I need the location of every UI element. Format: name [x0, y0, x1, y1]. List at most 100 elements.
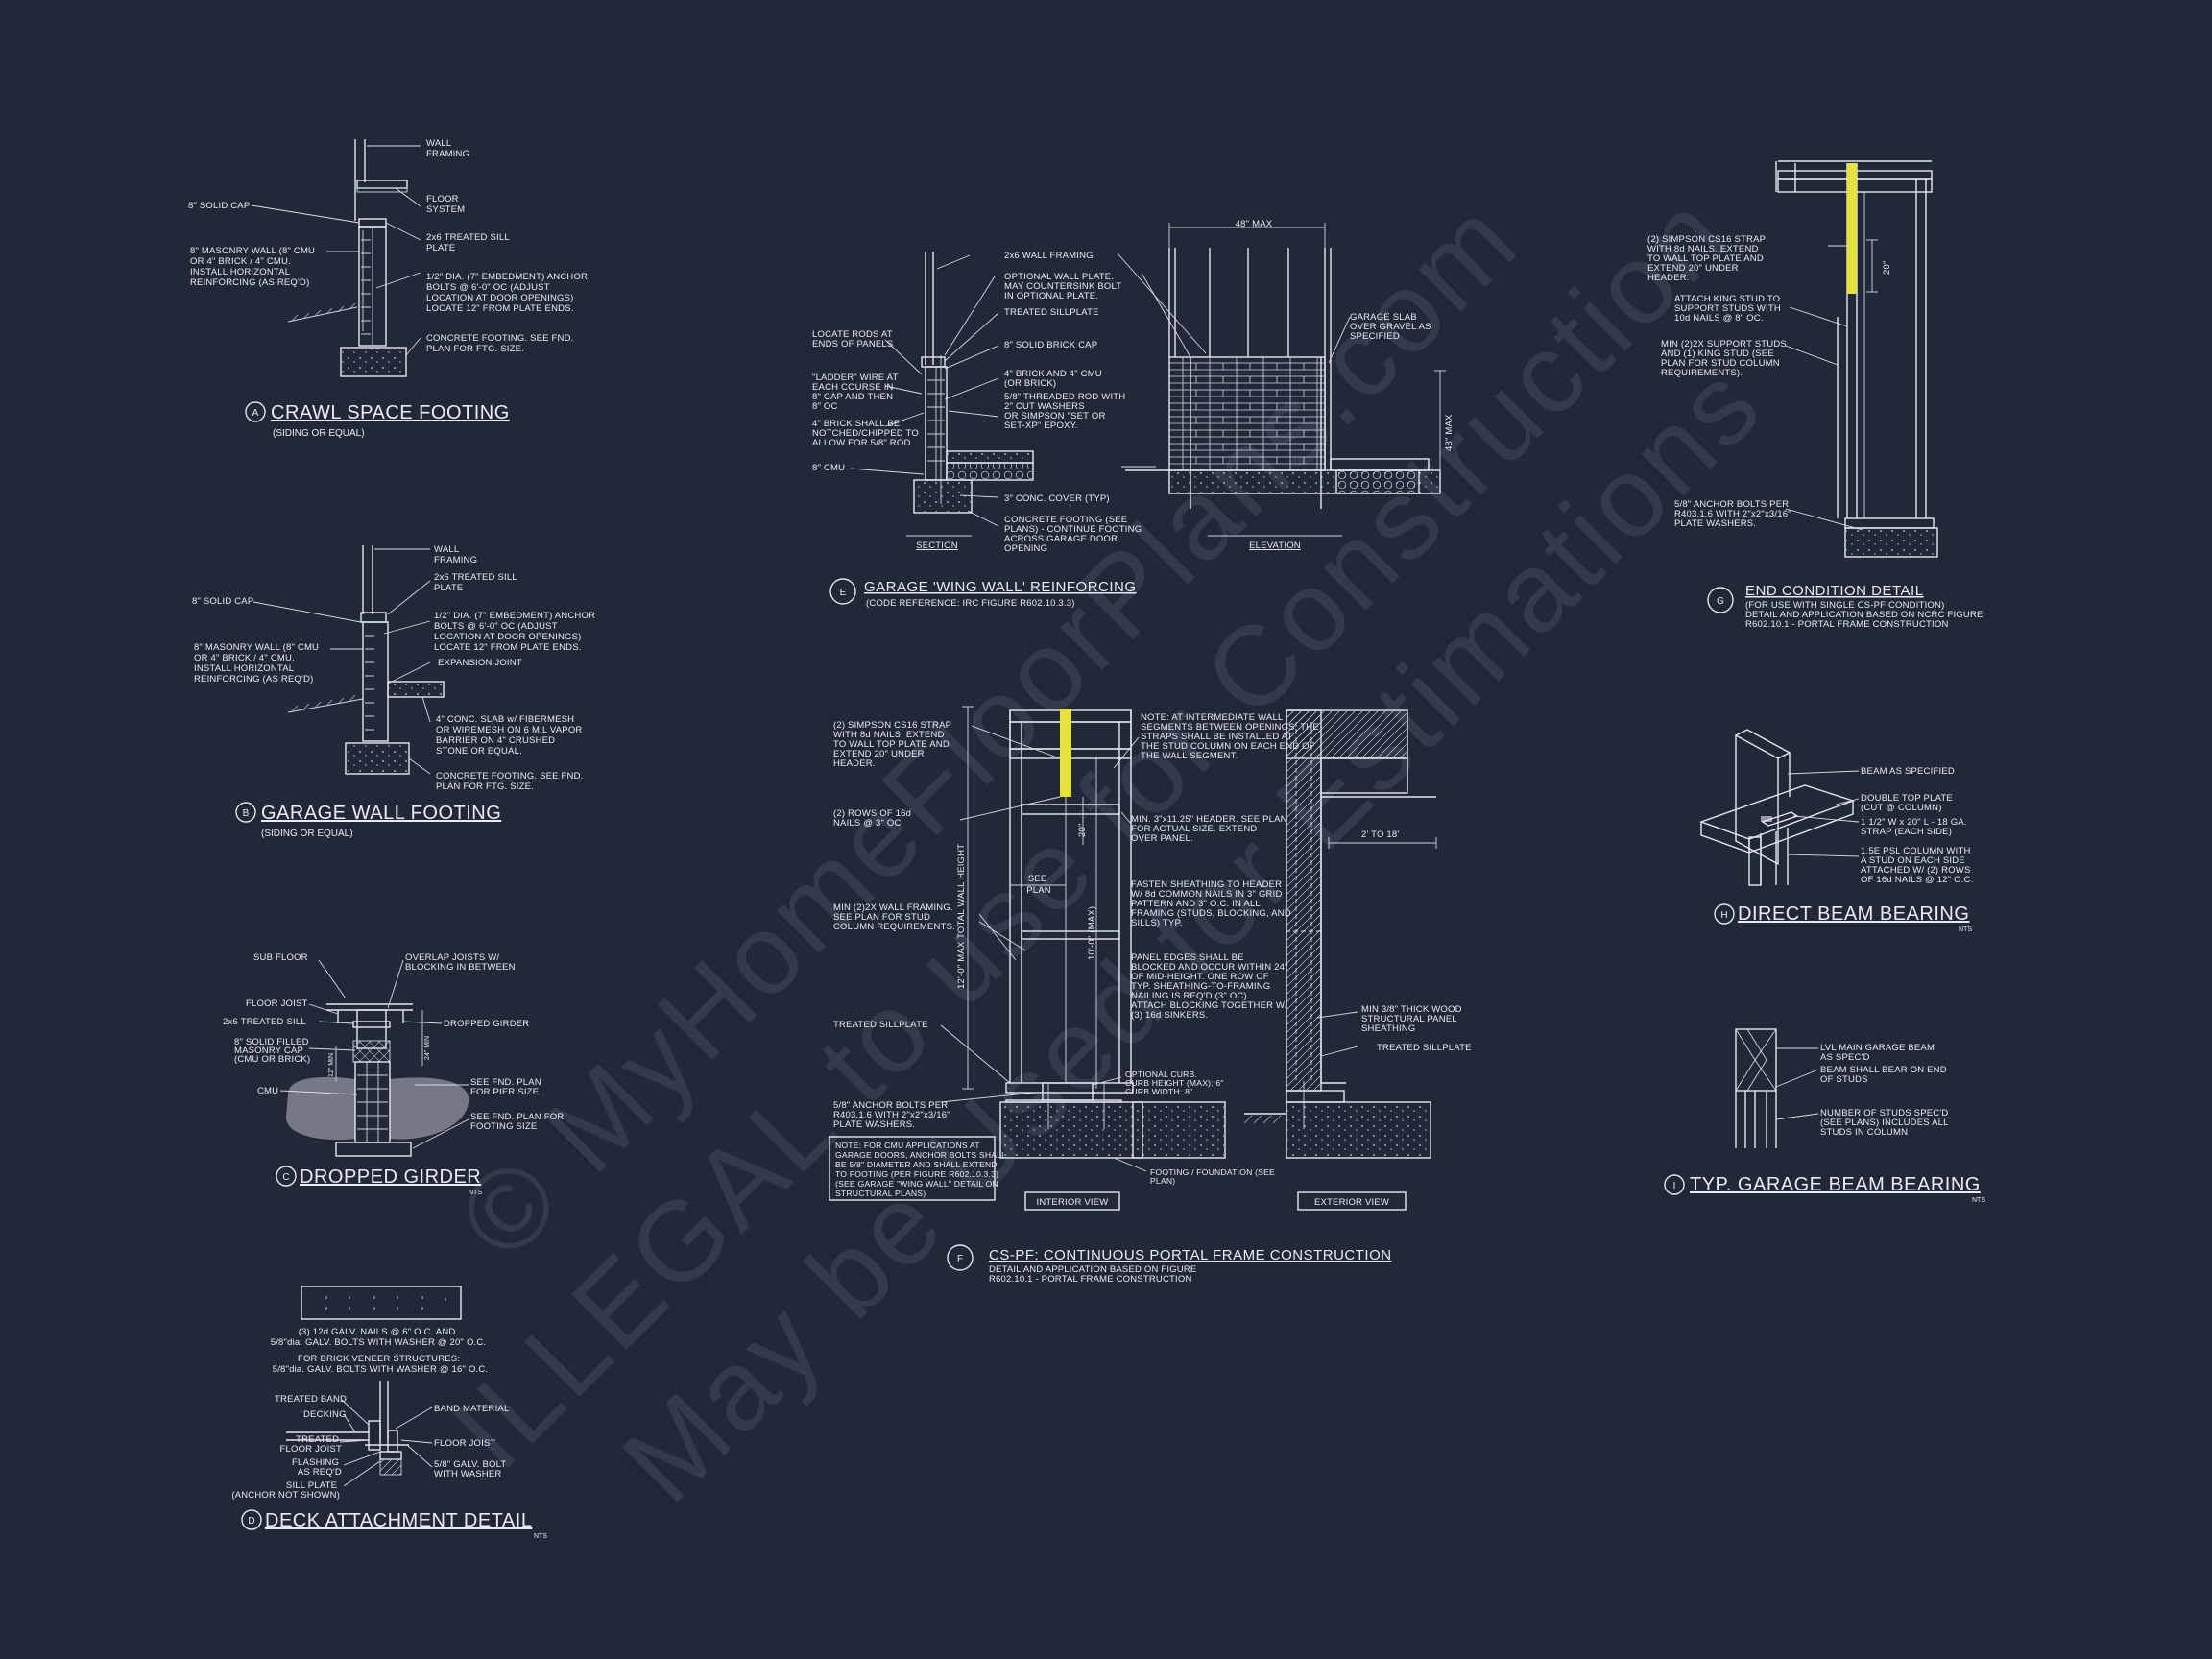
detail-h-note-top-plate: DOUBLE TOP PLATE (CUT @ COLUMN) — [1861, 793, 1956, 813]
detail-a-note-masonry-wall: 8" MASONRY WALL (8" CMU OR 4" BRICK / 4"… — [190, 246, 318, 288]
detail-f-note-footing: FOOTING / FOUNDATION (SEE PLAN) — [1150, 1167, 1278, 1186]
detail-d-note-floor-joist: FLOOR JOIST — [434, 1438, 495, 1449]
detail-f-note-wall-framing: MIN (2)2X WALL FRAMING. SEE PLAN FOR STU… — [833, 902, 956, 932]
detail-c-note-sill: 2x6 TREATED SILL — [223, 1017, 306, 1027]
detail-c-drawing — [279, 959, 469, 1157]
detail-d-note-galv-bolt: 5/8" GALV. BOLT WITH WASHER — [434, 1459, 509, 1479]
detail-e-note-garage-slab: GARAGE SLAB OVER GRAVEL AS SPECIFIED — [1350, 312, 1433, 342]
detail-b-note-solid-cap: 8" SOLID CAP — [192, 596, 253, 607]
detail-a-note-sill-plate: 2x6 TREATED SILL PLATE — [426, 232, 512, 253]
detail-d-nts: NTS — [534, 1533, 547, 1540]
detail-c-dim-24-min: 24" MIN — [424, 1036, 431, 1060]
detail-a-note-concrete-footing: CONCRETE FOOTING. SEE FND. PLAN FOR FTG.… — [426, 333, 576, 354]
detail-h-drawing — [1698, 729, 1860, 886]
detail-f-note-nails: (2) ROWS OF 16d NAILS @ 3" OC — [833, 808, 914, 829]
detail-f-note-strap: (2) SIMPSON CS16 STRAP WITH 8d NAILS. EX… — [833, 720, 954, 769]
detail-e-dim-side: 48" MAX — [1444, 414, 1455, 451]
detail-h-nts: NTS — [1959, 926, 1972, 933]
detail-b-drawing — [252, 545, 445, 775]
detail-a-crawl-space-footing: WALL FRAMING FLOOR SYSTEM 2x6 TREATED SI… — [188, 138, 590, 439]
detail-c-nts: NTS — [469, 1190, 482, 1196]
detail-e-note-concrete-footing: CONCRETE FOOTING (SEE PLANS) - CONTINUE … — [1004, 515, 1144, 554]
detail-f-note-fasten-sheathing: FASTEN SHEATHING TO HEADER W/ 8d COMMON … — [1131, 879, 1294, 928]
detail-a-letter: A — [252, 408, 259, 419]
detail-f-box-note: NOTE: FOR CMU APPLICATIONS AT GARAGE DOO… — [835, 1141, 1008, 1198]
detail-e-elevation-label: ELEVATION — [1249, 541, 1301, 551]
detail-d-bolt-note: (3) 12d GALV. NAILS @ 6" O.C. AND 5/8"di… — [271, 1327, 487, 1348]
detail-f-portal-frame: (2) SIMPSON CS16 STRAP WITH 8d NAILS. EX… — [829, 706, 1472, 1285]
detail-c-letter: C — [282, 1172, 289, 1183]
detail-e-title: GARAGE 'WING WALL' REINFORCING — [864, 579, 1137, 595]
detail-e-note-optional-plate: OPTIONAL WALL PLATE. MAY COUNTERSINK BOL… — [1004, 272, 1124, 301]
detail-e-section-label: SECTION — [916, 541, 958, 551]
detail-c-note-dropped-girder: DROPPED GIRDER — [444, 1019, 529, 1029]
detail-g-drawing — [1775, 160, 1938, 558]
detail-g-end-condition: (2) SIMPSON CS16 STRAP WITH 8d NAILS. EX… — [1647, 160, 1983, 630]
detail-f-title: CS-PF: CONTINUOUS PORTAL FRAME CONSTRUCT… — [989, 1247, 1392, 1263]
detail-h-note-beam: BEAM AS SPECIFIED — [1861, 766, 1955, 777]
detail-c-note-cmu: CMU — [257, 1086, 278, 1096]
detail-i-drawing — [1735, 1028, 1819, 1148]
detail-e-note-treated-sill: TREATED SILLPLATE — [1004, 307, 1099, 318]
detail-c-note-overlap: OVERLAP JOISTS W/ BLOCKING IN BETWEEN — [405, 952, 516, 973]
detail-f-box-note-frame — [829, 1136, 996, 1201]
detail-b-note-expansion-joint: EXPANSION JOINT — [438, 658, 522, 668]
detail-f-note-structural-panel: MIN 3/8" THICK WOOD STRUCTURAL PANEL SHE… — [1361, 1004, 1465, 1034]
detail-i-note-lvl: LVL MAIN GARAGE BEAM AS SPEC'D — [1820, 1043, 1937, 1063]
detail-d-brick-note: FOR BRICK VENEER STRUCTURES: 5/8"dia. GA… — [273, 1354, 489, 1375]
detail-d-note-treated-band: TREATED BAND — [275, 1394, 347, 1405]
detail-f-note-anchor-bolts: 5/8" ANCHOR BOLTS PER R403.1.6 WITH 2"x2… — [833, 1100, 953, 1130]
detail-f-see-plan: SEE PLAN — [1026, 874, 1051, 896]
detail-f-dim-strap: 20" — [1077, 823, 1088, 837]
detail-b-note-masonry-wall: 8" MASONRY WALL (8" CMU OR 4" BRICK / 4"… — [194, 642, 322, 685]
detail-b-title: GARAGE WALL FOOTING — [261, 803, 501, 824]
detail-e-letter: E — [840, 588, 847, 598]
detail-h-letter: H — [1720, 910, 1727, 921]
detail-i-garage-beam-bearing: LVL MAIN GARAGE BEAM AS SPEC'D BEAM SHAL… — [1664, 1028, 1985, 1204]
detail-f-exterior-drawing — [1243, 709, 1437, 1211]
detail-f-interior-label: INTERIOR VIEW — [1037, 1197, 1109, 1208]
detail-c-note-floor-joist: FLOOR JOIST — [246, 998, 307, 1009]
detail-f-strap — [1060, 709, 1071, 797]
detail-c-note-masonry-cap: 8" SOLID FILLED MASONRY CAP (CMU OR BRIC… — [234, 1037, 312, 1065]
detail-e-note-ladder-wire: "LADDER" WIRE AT EACH COURSE IN 8" CAP A… — [812, 373, 901, 412]
detail-f-note-header: MIN. 3"x11.25" HEADER. SEE PLAN FOR ACTU… — [1131, 814, 1290, 844]
detail-c-note-pier: SEE FND. PLAN FOR PIER SIZE — [470, 1077, 544, 1097]
detail-b-note-sill-plate: 2x6 TREATED SILL PLATE — [434, 572, 519, 593]
detail-d-drawing — [286, 1286, 462, 1487]
detail-e-note-wall-framing: 2x6 WALL FRAMING — [1004, 251, 1094, 261]
detail-a-note-anchor-bolts: 1/2" DIA. (7" EMBEDMENT) ANCHOR BOLTS @ … — [426, 272, 590, 314]
detail-e-note-locate-rods: LOCATE RODS AT ENDS OF PANELS — [812, 329, 895, 349]
detail-a-title: CRAWL SPACE FOOTING — [271, 402, 510, 423]
detail-g-note-support-studs: MIN (2)2X SUPPORT STUDS AND (1) KING STU… — [1661, 339, 1790, 378]
detail-d-letter: D — [248, 1516, 254, 1527]
detail-g-strap — [1847, 163, 1857, 294]
detail-d-title: DECK ATTACHMENT DETAIL — [265, 1510, 532, 1531]
detail-e-wing-wall: 2x6 WALL FRAMING OPTIONAL WALL PLATE. MA… — [812, 219, 1455, 609]
detail-b-marker — [235, 802, 256, 823]
detail-d-note-treated-joist: TREATED FLOOR JOIST — [280, 1434, 342, 1455]
detail-f-note-panel-edges: PANEL EDGES SHALL BE BLOCKED AND OCCUR W… — [1131, 952, 1290, 1021]
detail-b-garage-wall-footing: WALL FRAMING 2x6 TREATED SILL PLATE 1/2"… — [192, 544, 595, 839]
detail-f-letter: F — [957, 1254, 963, 1264]
detail-i-letter: I — [1673, 1181, 1676, 1191]
detail-g-note-strap: (2) SIMPSON CS16 STRAP WITH 8d NAILS. EX… — [1647, 234, 1768, 283]
detail-e-section-drawing — [906, 252, 1034, 537]
detail-g-note-anchor-bolts: 5/8" ANCHOR BOLTS PER R403.1.6 WITH 2"x2… — [1674, 499, 1794, 529]
detail-e-marker — [830, 578, 856, 605]
detail-f-note-curb: OPTIONAL CURB. CURB HEIGHT (MAX): 6" CUR… — [1125, 1070, 1226, 1096]
detail-c-dropped-girder: SUB FLOOR FLOOR JOIST 2x6 TREATED SILL 8… — [223, 952, 566, 1196]
detail-a-note-wall-framing: WALL FRAMING — [426, 138, 469, 159]
detail-f-dim-total: 12'-0" MAX TOTAL WALL HEIGHT — [956, 844, 967, 989]
detail-f-note-treated-sill-ext: TREATED SILLPLATE — [1377, 1043, 1472, 1053]
detail-f-note-intermediate: NOTE: AT INTERMEDIATE WALL SEGMENTS BETW… — [1141, 712, 1322, 761]
detail-i-note-bear: BEAM SHALL BEAR ON END OF STUDS — [1820, 1065, 1950, 1085]
detail-c-note-footing: SEE FND. PLAN FOR FOOTING SIZE — [470, 1112, 566, 1132]
detail-c-dim-12-min: 12" MIN — [328, 1053, 335, 1077]
detail-b-note-wall-framing: WALL FRAMING — [434, 544, 477, 565]
detail-g-dim-strap: 20" — [1882, 260, 1892, 275]
detail-e-note-cmu: 8" CMU — [812, 463, 845, 473]
detail-d-marker — [241, 1509, 262, 1530]
detail-i-marker — [1664, 1174, 1685, 1195]
